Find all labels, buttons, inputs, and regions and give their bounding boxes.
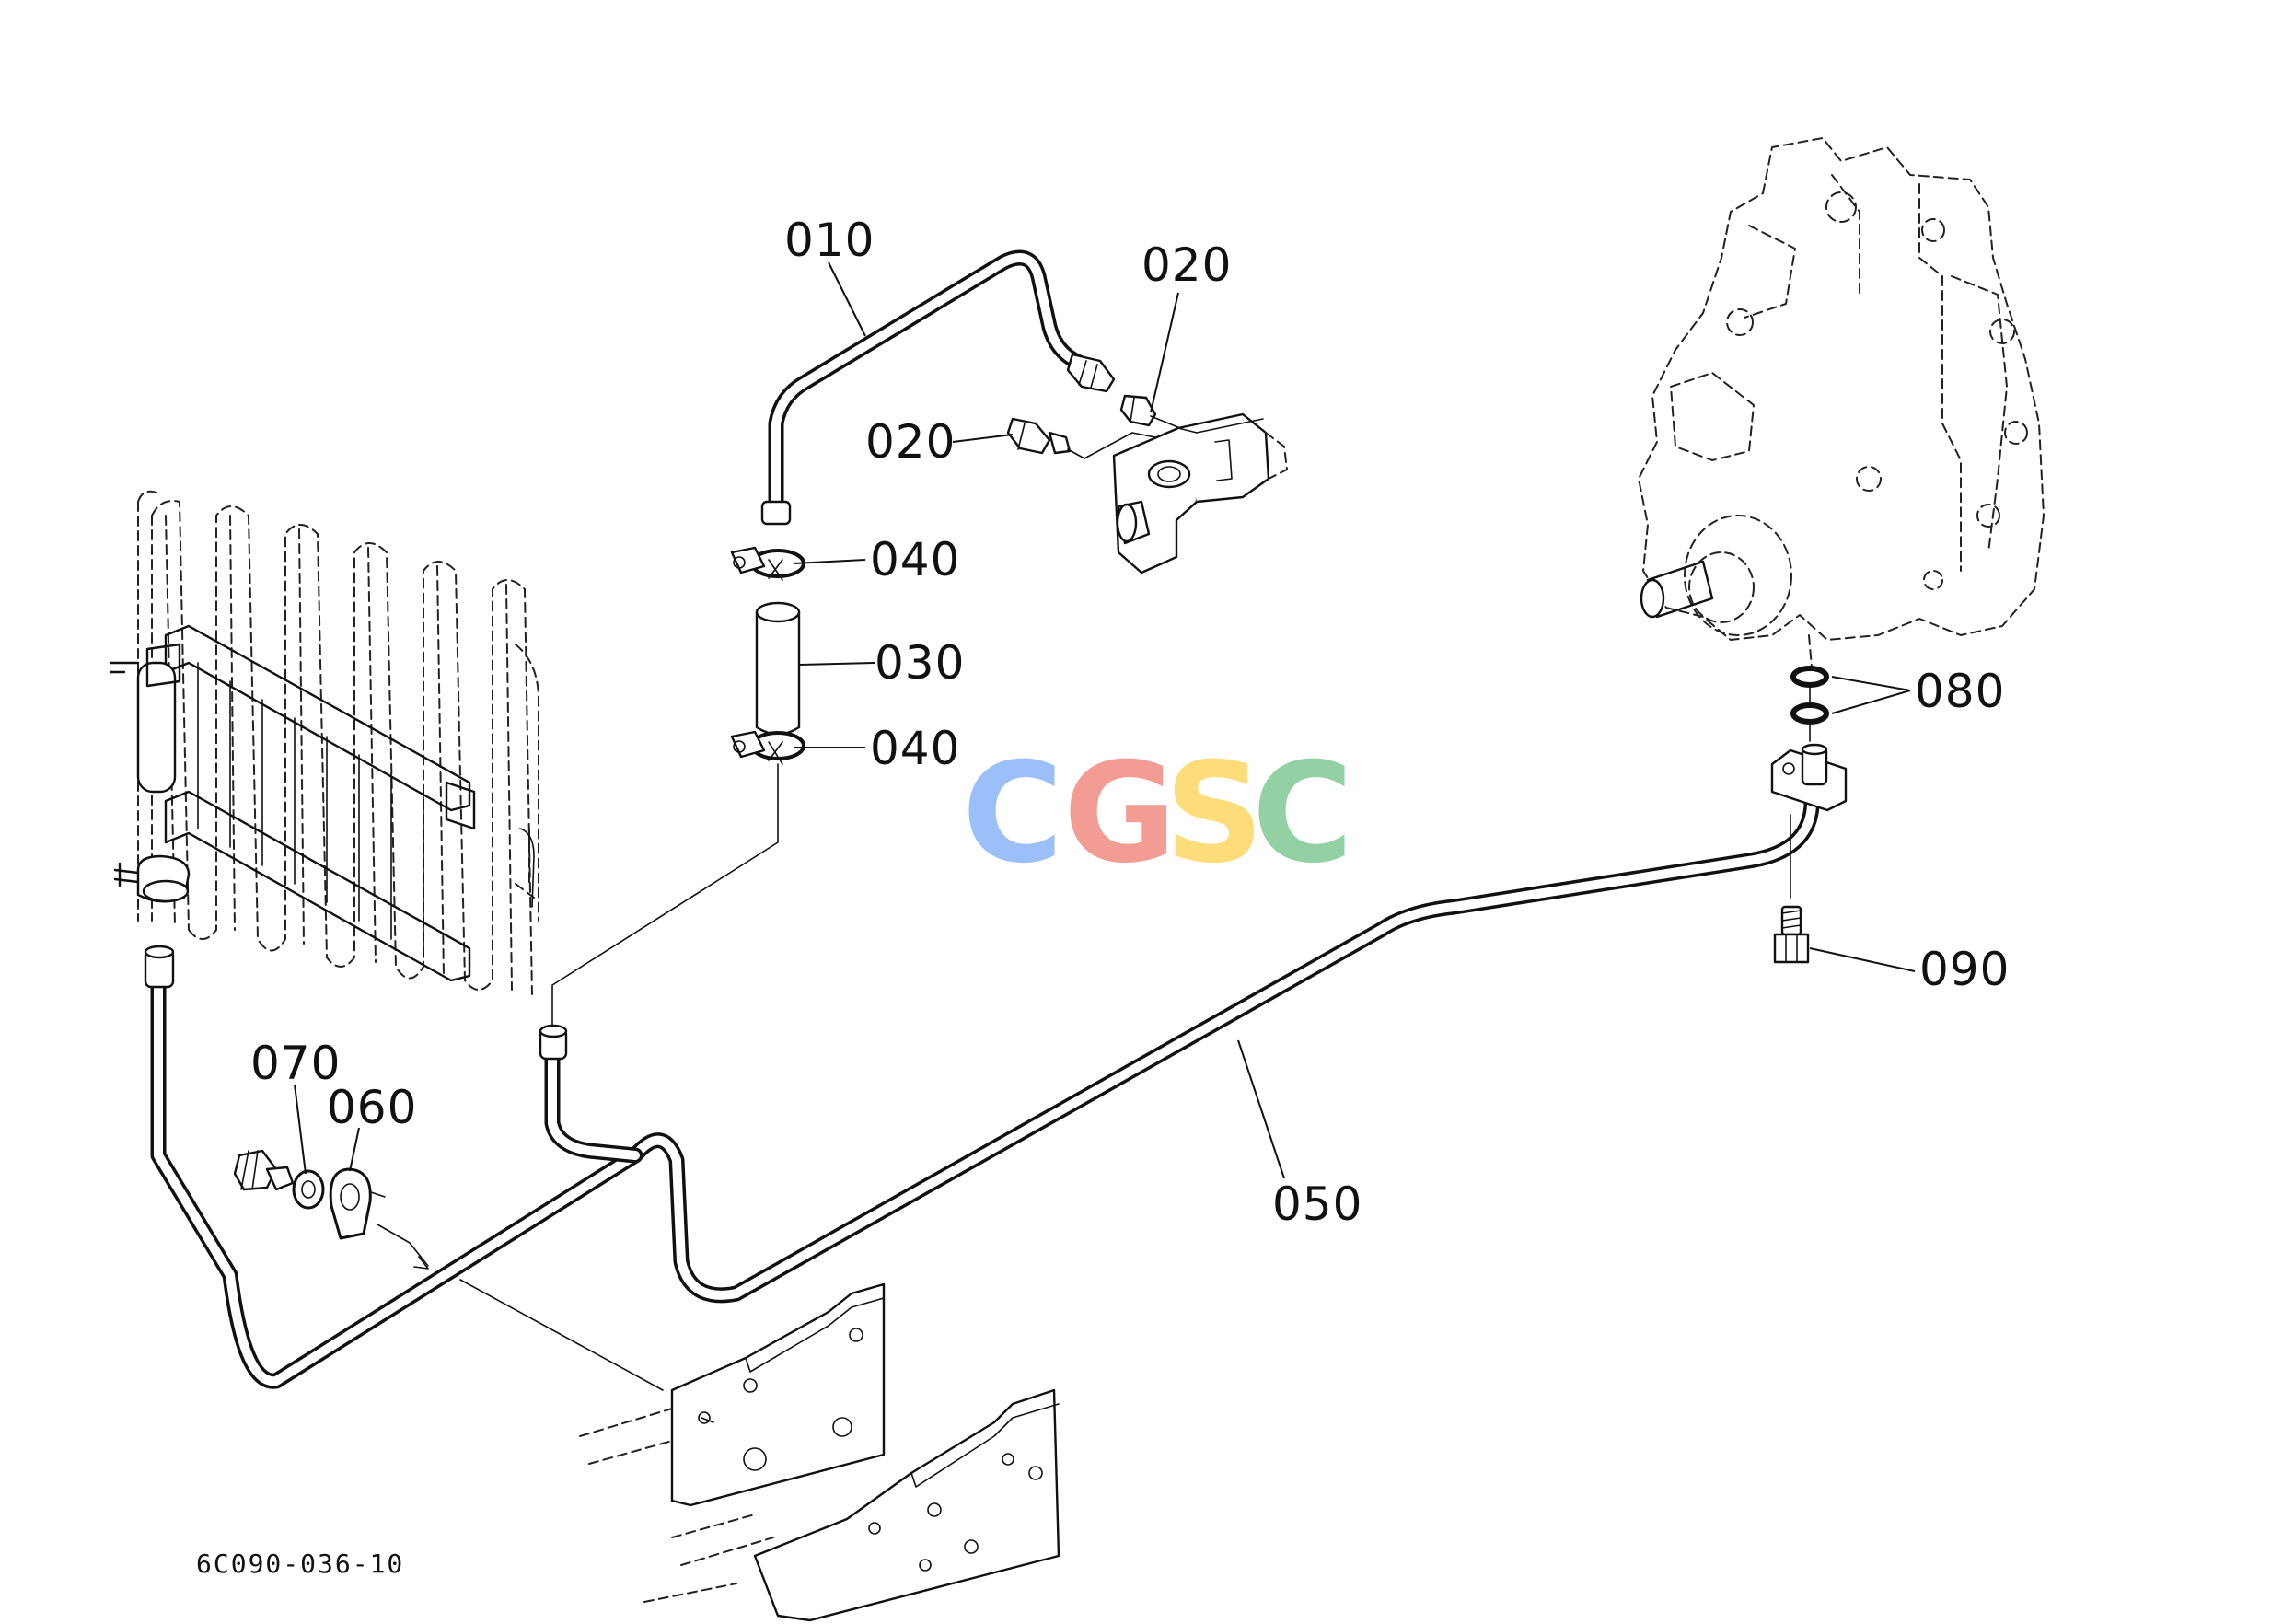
clamp-040-upper [730,546,805,581]
callout-020-lower: 020 [865,415,956,469]
callout-030: 030 [875,636,965,690]
callout-080: 080 [1915,665,2005,718]
pipe-010 [760,249,1116,526]
cgsc-watermark: C G S C [962,734,1353,894]
watermark-letter-s: S [1165,734,1264,894]
callout-040-lower: 040 [870,722,960,775]
control-valve [1112,412,1288,574]
fitting-020-upper [1119,394,1181,429]
cap-070 [233,1149,325,1210]
callout-020-upper: 020 [1142,238,1232,292]
watermark-letter-c2: C [1252,734,1353,894]
callout-040-upper: 040 [870,533,960,586]
o-rings-080 [1790,666,1829,742]
callout-090: 090 [1919,943,2010,996]
callout-070: 070 [250,1037,341,1090]
callout-010: 010 [784,214,875,267]
transmission-case [1638,137,2045,668]
leader-lines [294,261,1916,1179]
frame-plates [459,1279,1060,1622]
callout-050: 050 [1272,1177,1362,1231]
clamp-040-lower [730,730,805,765]
hose-030 [755,601,801,736]
callout-060: 060 [327,1081,417,1134]
bolt-090 [1773,814,1810,964]
pipe-050 [144,743,1848,1389]
oil-cooler [109,490,539,995]
clamp-060 [329,1167,429,1270]
watermark-letter-g: G [1063,734,1176,894]
hose-centerline [551,763,779,1027]
document-number: 6C090-036-10 [196,1549,404,1579]
watermark-letter-c1: C [962,734,1063,894]
